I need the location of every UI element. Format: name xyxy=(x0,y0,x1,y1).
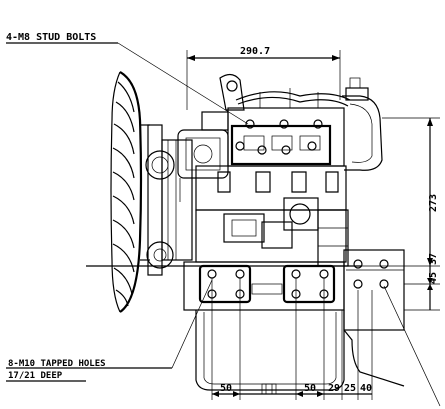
lifting-eye xyxy=(219,73,245,111)
dim-37-value: 37 xyxy=(428,253,439,265)
oil-pan xyxy=(195,310,345,391)
flywheel-bracket xyxy=(343,249,405,387)
dim-40-value: 40 xyxy=(360,383,372,394)
dim-29-value: 29 xyxy=(328,383,340,394)
fan-icon xyxy=(110,71,150,313)
right-small-dimensions: 45 37 xyxy=(404,253,440,311)
pulley-assembly xyxy=(145,124,193,276)
bottom-dimensions: 50 50 29 25 40 xyxy=(211,278,373,400)
tapped-holes-label-line2: 17/21 DEEP xyxy=(8,371,63,381)
manifold-right xyxy=(342,77,383,171)
height-dimension-value: 273 xyxy=(428,194,439,212)
height-dimension: 273 xyxy=(362,117,440,267)
cylinder-head xyxy=(227,88,351,167)
width-dimension: 290.7 xyxy=(186,46,341,110)
dim-25-value: 25 xyxy=(344,383,356,394)
dim-45-value: 45 xyxy=(428,272,439,284)
tapped-holes-label-line1: 8-M10 TAPPED HOLES xyxy=(8,359,106,369)
dim-50-left-value: 50 xyxy=(220,383,232,394)
width-dimension-value: 290.7 xyxy=(240,46,270,57)
alternator xyxy=(177,111,229,202)
engine-block xyxy=(195,165,349,267)
dim-50-right-value: 50 xyxy=(304,383,316,394)
mounting-flange xyxy=(183,261,345,311)
right-leader-line xyxy=(383,285,441,407)
tapped-holes-callout: 8-M10 TAPPED HOLES 17/21 DEEP xyxy=(6,279,213,382)
stud-bolts-label: 4-M8 STUD BOLTS xyxy=(6,32,96,43)
